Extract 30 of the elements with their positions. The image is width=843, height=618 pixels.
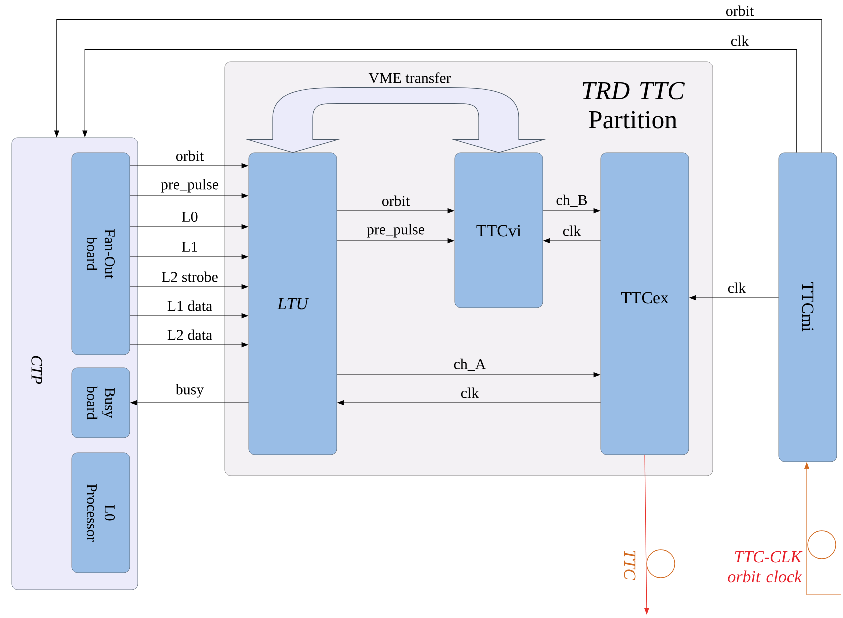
edge-label: L1 data — [168, 300, 212, 312]
edge-label: clk — [728, 282, 746, 294]
edge-label: orbit — [726, 6, 754, 16]
edge-label: ch_B — [556, 194, 588, 208]
edge-label: orbit — [176, 150, 204, 162]
arrow — [54, 20, 822, 154]
edge-label: ch_A — [454, 358, 486, 372]
edge-label: L2 strobe — [162, 272, 218, 282]
module-box: LTU — [248, 152, 338, 456]
edge-label: VME transfer — [368, 72, 452, 84]
edge-label: orbit — [382, 196, 410, 206]
module-box: TTCvi — [454, 152, 544, 308]
module-box: TTCex — [600, 152, 690, 456]
module-box: Busy board — [72, 368, 130, 438]
edge-label: clk — [461, 388, 480, 398]
edge-label: pre_pulse — [161, 179, 219, 193]
module-box: Fan-Out board — [72, 152, 130, 356]
edge-label: L1 — [182, 242, 198, 252]
edge-label: pre_pulse — [367, 224, 425, 238]
edge-label: L2 data — [168, 330, 212, 340]
arrow — [82, 50, 798, 154]
edge-label: busy — [176, 384, 204, 398]
edge-label: TTC-CLK orbit clock — [728, 551, 803, 583]
block-arrow — [248, 88, 544, 154]
edge-label: clk — [563, 226, 582, 236]
edge-label: clk — [731, 36, 750, 46]
module-box: L0 Processor — [72, 452, 130, 574]
edge-label: L0 — [182, 212, 198, 222]
module-box: TTCmi — [778, 152, 838, 462]
edge-label: TTC — [624, 551, 636, 580]
